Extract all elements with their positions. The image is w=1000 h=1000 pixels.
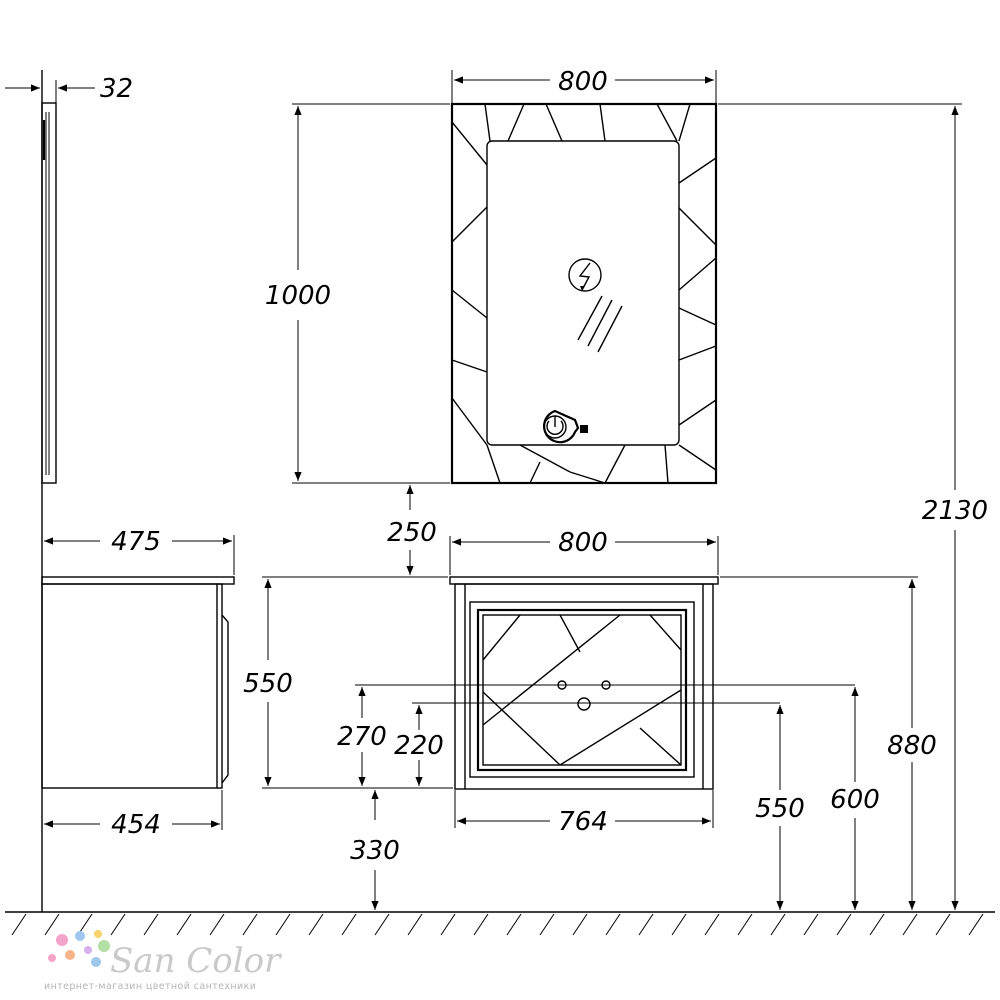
dim-total-height: 2130 <box>718 103 988 910</box>
floor-hatch-line <box>110 913 126 936</box>
floor-hatch-line <box>440 913 456 936</box>
logo-tagline: интернет-магазин цветной сантехники <box>44 981 256 992</box>
floor-hatch-line <box>308 913 324 936</box>
dim-body-depth: 454 <box>44 790 223 840</box>
cabinet-front <box>449 576 719 790</box>
dim-cabinet-total: 880 <box>720 576 937 910</box>
dim-label-2130: 2130 <box>922 496 988 526</box>
logo-dot <box>84 946 92 954</box>
dim-label-330: 330 <box>350 836 400 866</box>
floor-hatch-line <box>407 913 423 936</box>
dim-label-32: 32 <box>100 74 133 104</box>
floor-hatch-line <box>341 913 357 936</box>
logo-text: San Color <box>110 941 282 981</box>
brand-logo: San Color интернет-магазин цветной санте… <box>44 930 282 992</box>
dim-label-800-top: 800 <box>558 528 608 558</box>
dim-label-600: 600 <box>830 785 880 815</box>
dim-top-width: 800 <box>449 528 719 575</box>
floor-hatch-line <box>770 913 786 936</box>
dim-gap: 250 <box>387 485 437 575</box>
logo-dot <box>75 931 85 941</box>
floor-hatch-line <box>374 913 390 936</box>
cabinet-side-profile <box>41 576 235 789</box>
dim-label-454: 454 <box>111 810 161 840</box>
floor-hatch-line <box>44 913 60 936</box>
floor-hatch-line <box>143 913 159 936</box>
dim-inlet: 600 <box>830 687 880 910</box>
drawer-pattern <box>482 614 682 766</box>
dim-drain-floor: 550 <box>755 705 805 910</box>
dim-label-250: 250 <box>387 518 437 548</box>
floor-hatch-line <box>737 913 753 936</box>
dim-mirror-width: 800 <box>451 67 717 103</box>
floor-hatch-line <box>638 913 654 936</box>
dim-mirror-depth: 32 <box>5 74 133 104</box>
floor-hatch-line <box>671 913 687 936</box>
floor-hatch-line <box>572 913 588 936</box>
floor-hatch-line <box>209 913 225 936</box>
floor-hatch-line <box>506 913 522 936</box>
dim-side-depth: 475 <box>44 527 235 575</box>
dim-label-220: 220 <box>394 731 444 761</box>
dim-label-270: 270 <box>337 722 387 752</box>
power-icon <box>543 409 588 444</box>
dim-label-764: 764 <box>558 807 608 837</box>
logo-dot <box>94 930 102 938</box>
dim-label-550-cabinet: 550 <box>243 669 293 699</box>
floor-hatch-line <box>539 913 555 936</box>
floor-hatch-line <box>935 913 951 936</box>
logo-dot <box>56 934 68 946</box>
floor-hatch-line <box>803 913 819 936</box>
logo-dot <box>48 954 56 962</box>
dim-drain-270: 270 <box>337 684 855 786</box>
floor-hatch-line <box>605 913 621 936</box>
mirror-frame-pattern <box>451 103 717 484</box>
glass-reflection-icon <box>577 295 623 353</box>
dim-mirror-height: 1000 <box>265 103 450 484</box>
side-view <box>41 70 235 912</box>
mirror-front <box>450 102 718 485</box>
dim-label-550-drain: 550 <box>755 794 805 824</box>
lightning-icon <box>568 258 602 292</box>
floor-hatch-line <box>176 913 192 936</box>
floor-hatch-line <box>869 913 885 936</box>
dim-label-800-mirror: 800 <box>558 67 608 97</box>
dimensions: 32 800 1000 2130 250 <box>5 67 988 910</box>
dim-body-width: 764 <box>454 790 714 837</box>
floor-hatch-line <box>11 913 27 936</box>
dim-label-880: 880 <box>887 731 937 761</box>
dim-label-475: 475 <box>111 527 161 557</box>
floor-hatch-line <box>275 913 291 936</box>
dim-label-1000: 1000 <box>265 281 331 311</box>
dim-drain-220: 220 <box>394 702 780 786</box>
mirror-side-profile <box>41 102 57 484</box>
floor-hatch-line <box>473 913 489 936</box>
logo-dot <box>91 957 101 967</box>
floor-hatch-line <box>242 913 258 936</box>
floor-hatch-line <box>704 913 720 936</box>
logo-dots <box>48 930 110 967</box>
floor-hatch-line <box>836 913 852 936</box>
dim-floor-clearance: 330 <box>350 790 400 910</box>
logo-dot <box>98 940 110 952</box>
logo-dot <box>65 950 75 960</box>
floor-line <box>5 911 995 936</box>
dim-cabinet-height: 550 <box>243 576 453 789</box>
floor-hatch-line <box>902 913 918 936</box>
floor-hatch-line <box>968 913 984 936</box>
